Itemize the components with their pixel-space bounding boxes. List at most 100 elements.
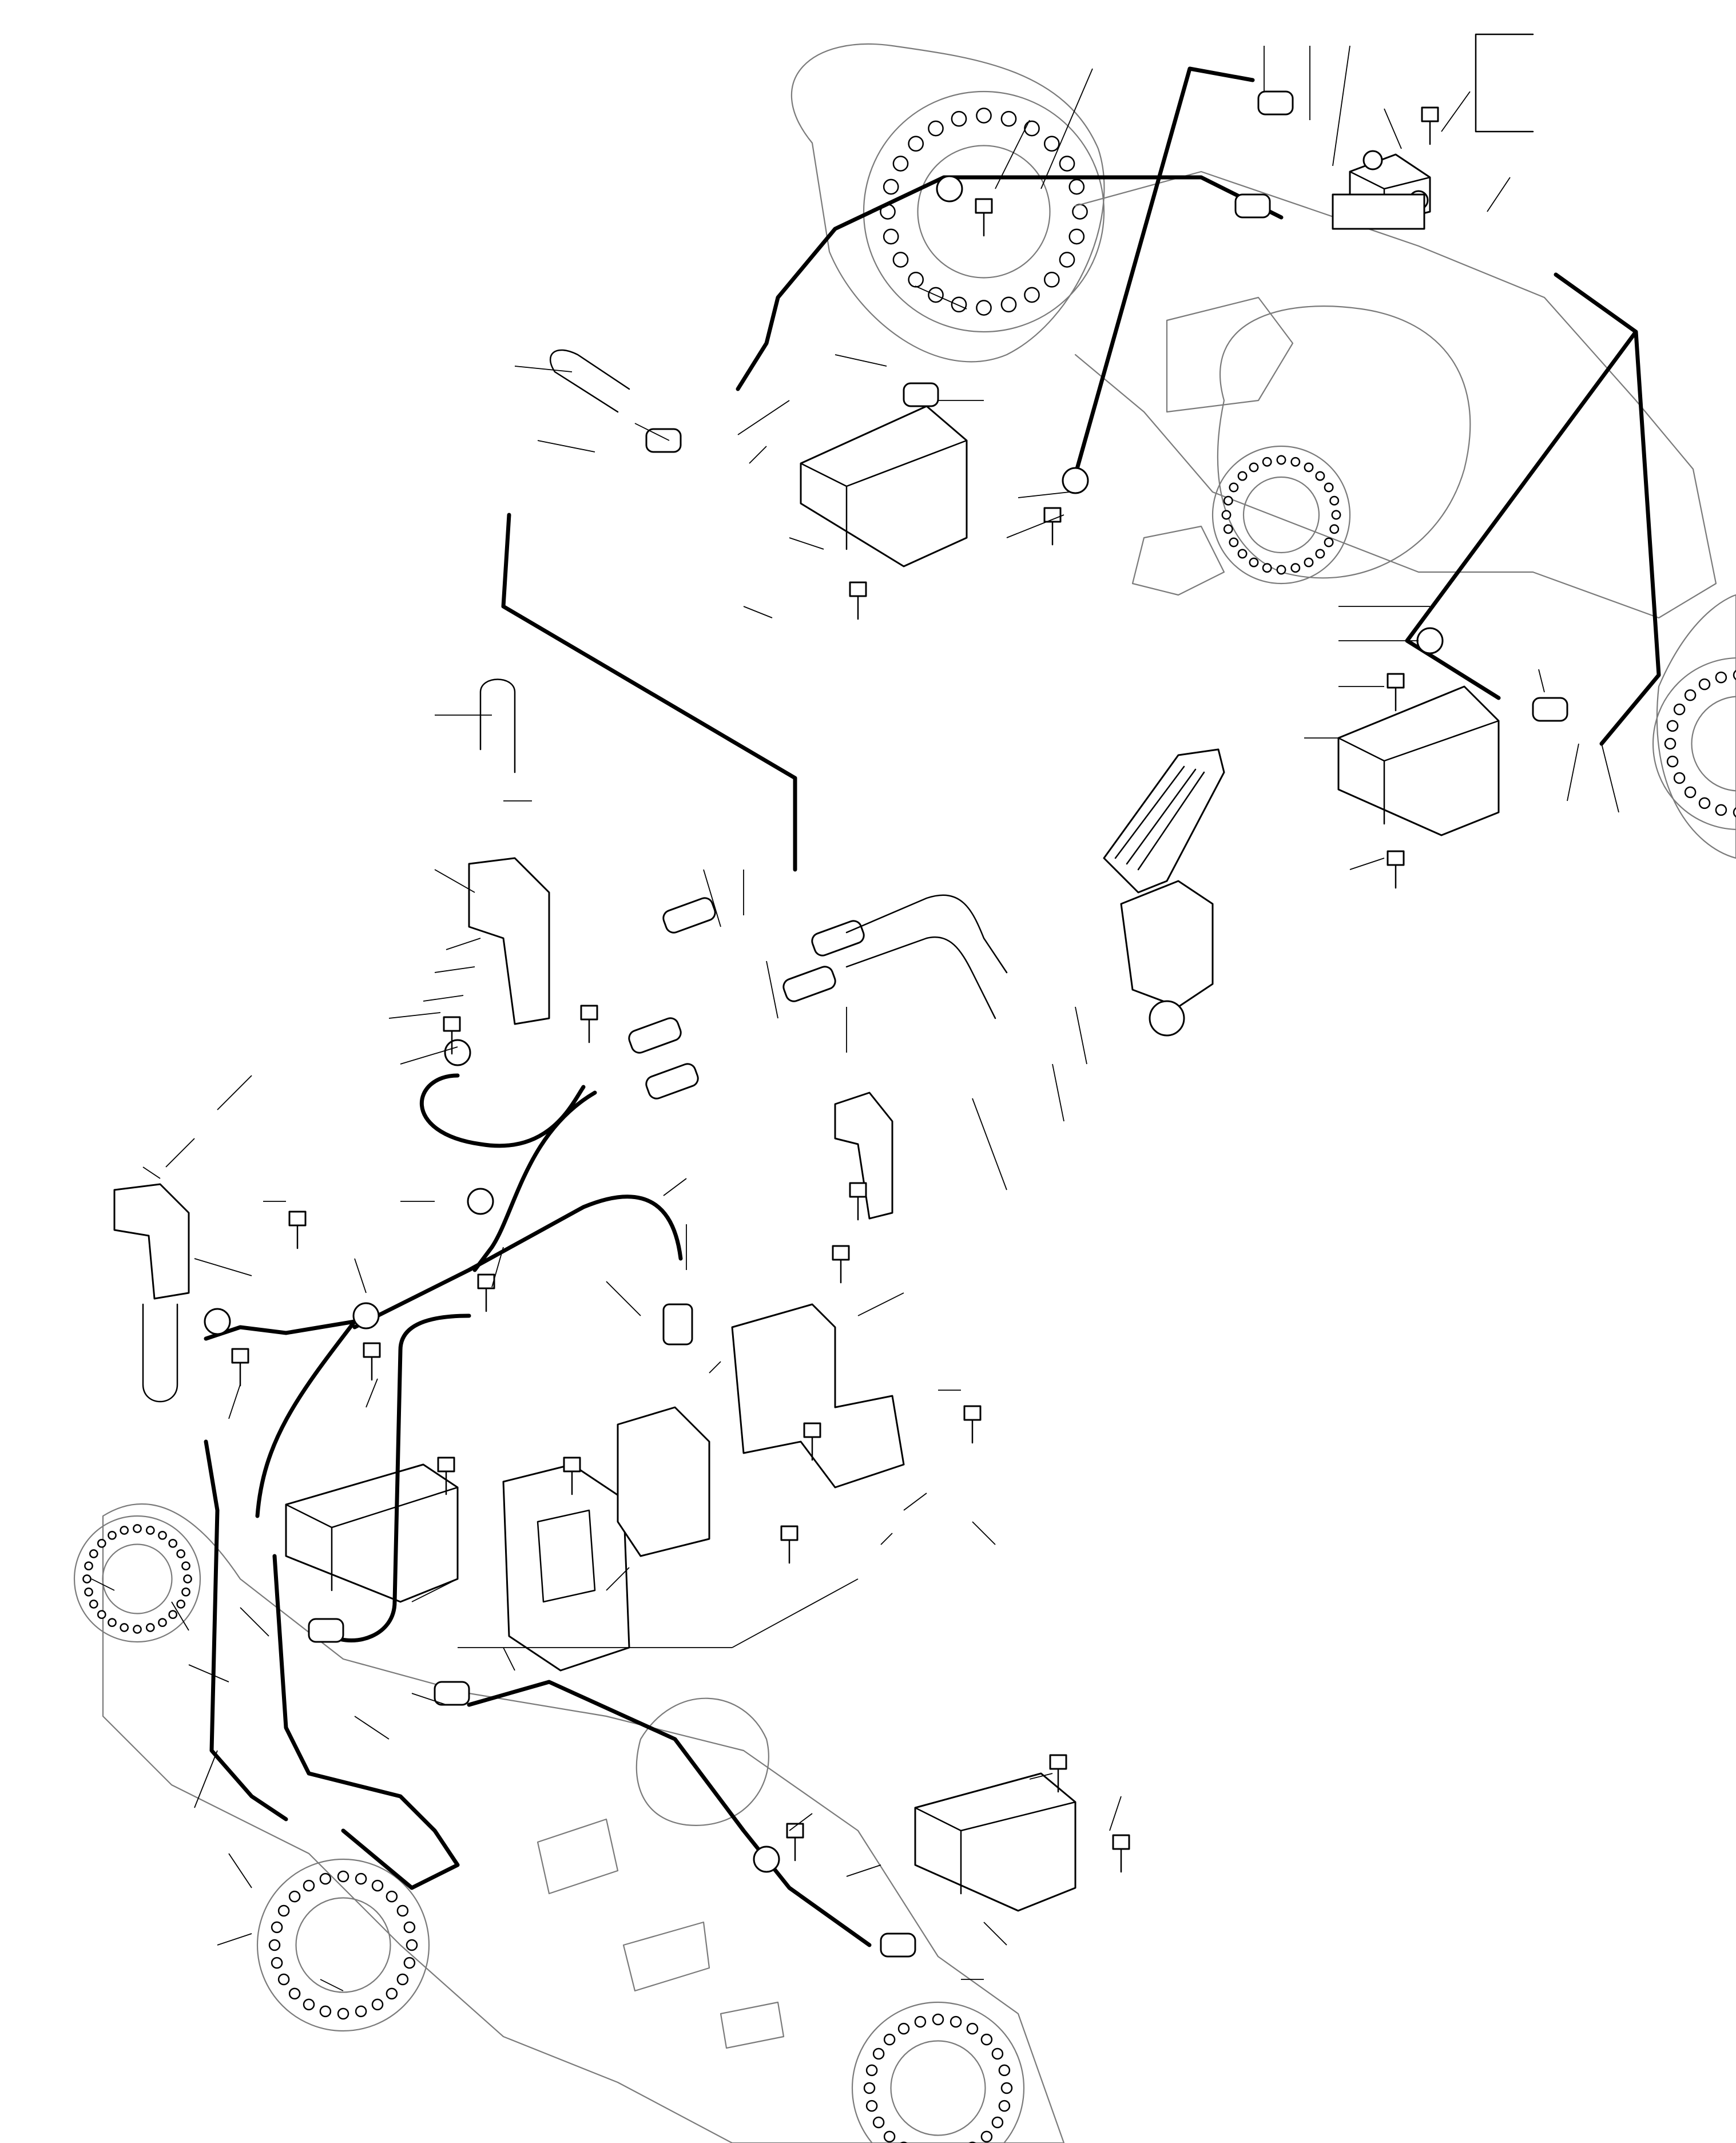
hub-bolt-hole: [84, 1587, 93, 1597]
u-bolt-middle: [479, 678, 516, 773]
hub-center: [917, 145, 1051, 279]
front-axle-window-1: [537, 1818, 619, 1895]
hub-bolt-hole: [168, 1610, 178, 1620]
valve-base-plate: [617, 1406, 710, 1557]
rear-label-bracket: [1475, 33, 1534, 133]
rear-right-hub-outline: [1656, 594, 1736, 859]
fitting-rear-cross: [1234, 193, 1271, 219]
hub-bolt-hole: [1673, 772, 1686, 784]
hub-bolt-hole: [1229, 482, 1239, 493]
hub-bolt-hole: [998, 2100, 1011, 2112]
hub-bolt-hole: [966, 2022, 979, 2035]
hose-end-mid-2: [811, 920, 865, 957]
hub-bolt-hole: [1059, 252, 1075, 268]
front-far-hub: [73, 1515, 201, 1643]
hub-bolt-hole: [1673, 703, 1686, 716]
hub-bolt-hole: [386, 1987, 398, 2000]
brake-line-rear-right: [1405, 272, 1661, 746]
hub-bolt-hole: [1223, 524, 1233, 534]
hub-bolt-hole: [1715, 804, 1727, 816]
hub-bolt-hole: [1733, 670, 1736, 680]
hub-center: [102, 1543, 173, 1614]
fitting-rear-right: [1532, 697, 1568, 722]
hub-bolt-hole: [928, 120, 944, 137]
hex-bolt: [437, 1457, 455, 1495]
hex-bolt: [975, 198, 993, 237]
hub-center: [1242, 476, 1320, 554]
hub-bolt-hole: [176, 1600, 186, 1609]
hub-bolt-hole: [181, 1561, 190, 1571]
hub-rim: [863, 90, 1105, 333]
hub-center: [295, 1897, 391, 1993]
hub-bolt-hole: [1315, 549, 1325, 559]
hub-bolt-hole: [1221, 510, 1232, 520]
u-bolt-lower: [142, 1303, 178, 1403]
rear-left-hub-outline: [790, 43, 1105, 363]
rear-differential-flange: [1211, 445, 1351, 585]
hub-bolt-hole: [872, 2116, 885, 2129]
hex-bolt: [786, 1823, 804, 1862]
hub-bolt-hole: [1223, 495, 1233, 506]
hub-bolt-hole: [1068, 228, 1085, 245]
hex-bolt: [963, 1405, 982, 1444]
hub-bolt-hole: [168, 1538, 178, 1548]
hex-bolt: [288, 1211, 307, 1249]
hub-rim: [851, 2001, 1025, 2143]
hub-bolt-hole: [1237, 471, 1248, 481]
rear-yoke: [1131, 525, 1225, 596]
hub-bolt-hole: [951, 296, 967, 313]
hub-bolt-hole: [908, 136, 924, 152]
hub-bolt-hole: [908, 271, 924, 288]
hose-end-upper-3: [645, 1063, 699, 1100]
hub-bolt-hole: [932, 2013, 944, 2026]
hex-bolt: [780, 1525, 799, 1564]
hub-bolt-hole: [1698, 678, 1711, 690]
hub-rim: [256, 1858, 430, 2032]
hub-bolt-hole: [1237, 549, 1248, 559]
hub-bolt-hole: [1684, 786, 1697, 799]
brake-line-steerable-tube: [272, 1554, 460, 1890]
l-bracket-middle: [834, 1092, 893, 1220]
hub-rim: [73, 1515, 201, 1643]
hose-end-mid-1: [782, 966, 836, 1002]
hub-bolt-hole: [1249, 557, 1259, 568]
hub-rim: [1211, 445, 1351, 585]
hub-bolt-hole: [1068, 178, 1085, 195]
hub-bolt-hole: [319, 1872, 332, 1885]
hub-bolt-hole: [1262, 457, 1272, 467]
hex-bolt: [849, 581, 867, 620]
hub-bolt-hole: [1664, 737, 1677, 750]
hub-bolt-hole: [872, 2047, 885, 2060]
front-axle-upper-lobe: [635, 1697, 769, 1826]
hub-bolt-hole: [120, 1526, 129, 1535]
hex-bolt: [1387, 673, 1405, 712]
front-axle-assembly: [73, 1503, 1065, 2143]
hub-bolt-hole: [84, 1561, 93, 1571]
hub-bolt-hole: [998, 2064, 1011, 2077]
hub-bolt-hole: [89, 1549, 98, 1558]
hub-bolt-hole: [1290, 457, 1301, 467]
hub-bolt-hole: [991, 2116, 1004, 2129]
brake-line-main-upper: [736, 175, 1284, 391]
hex-bolt: [477, 1273, 495, 1312]
hub-bolt-hole: [892, 156, 909, 172]
saddle-bracket-bottom: [914, 1772, 1076, 1912]
hub-bolt-hole: [145, 1623, 155, 1632]
clamp-4: [204, 1308, 231, 1335]
hub-bolt-hole: [1000, 110, 1017, 127]
hub-bolt-hole: [883, 2130, 896, 2143]
hex-bolt: [1387, 850, 1405, 889]
hub-bolt-hole: [271, 1957, 283, 1969]
brake-line-lower-left: [204, 1319, 357, 1518]
brake-line-front-left: [204, 1439, 288, 1821]
hub-bolt-hole: [1666, 720, 1679, 732]
hub-bolt-hole: [976, 108, 992, 124]
hub-bolt-hole: [980, 2033, 993, 2046]
hub-bolt-hole: [897, 2022, 910, 2035]
hub-bolt-hole: [991, 2047, 1004, 2060]
hub-center: [890, 2040, 986, 2136]
rear-axle-housing-outline: [1074, 170, 1717, 619]
hub-bolt-hole: [288, 1987, 301, 2000]
hub-center: [1691, 696, 1736, 792]
hub-bolt-hole: [1331, 510, 1341, 520]
